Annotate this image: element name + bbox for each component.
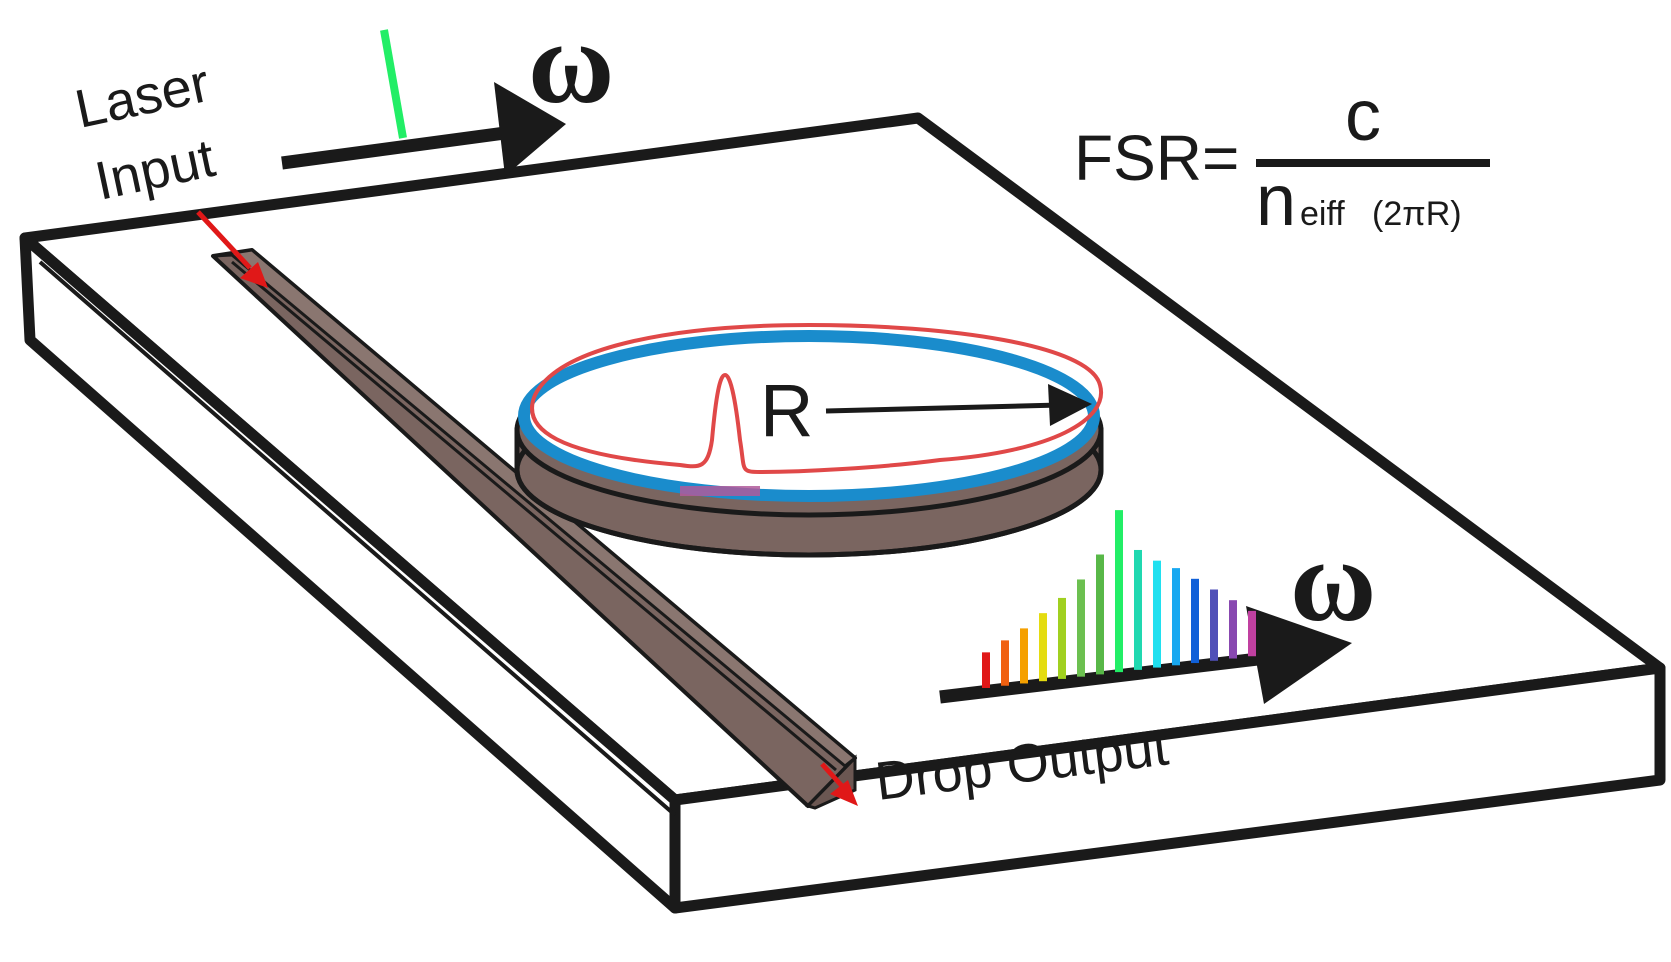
comb-line [1153, 560, 1161, 668]
radius-arrow-head [1048, 384, 1092, 426]
laser-input-line1: Laser [70, 53, 215, 140]
bus-waveguide-ridge [231, 260, 837, 772]
input-frequency-arrowhead [494, 82, 566, 176]
comb-line [1210, 589, 1218, 661]
comb-line [1248, 610, 1256, 657]
comb-line [1077, 579, 1085, 677]
comb-line [1058, 597, 1066, 679]
frequency-comb [982, 510, 1256, 688]
comb-line [1115, 510, 1123, 673]
drop-output-arrow-head [830, 780, 858, 806]
fsr-formula-lhs: FSR= [1074, 122, 1239, 194]
comb-line [1191, 578, 1199, 664]
radius-label: R [760, 369, 813, 452]
fsr-formula-denominator-n: n [1256, 161, 1296, 241]
comb-frequency-arrowhead [1246, 606, 1352, 704]
comb-line [1229, 600, 1237, 659]
ring-resonator [514, 322, 1104, 558]
comb-line [1039, 613, 1047, 682]
omega-bottom-symbol: ω [1290, 515, 1376, 646]
fsr-formula: FSR= c n eiff (2πR) [1074, 76, 1490, 241]
comb-frequency-axis [939, 650, 1276, 704]
ring-blue-mode [518, 330, 1100, 502]
comb-line [1134, 549, 1142, 670]
fsr-formula-denominator-subscript: eiff [1300, 195, 1345, 233]
drop-output-arrow-shaft [820, 762, 844, 788]
input-laser-line [380, 29, 407, 139]
comb-line [1001, 640, 1009, 686]
fsr-formula-denominator-paren: (2πR) [1372, 195, 1462, 233]
bus-waveguide-end [805, 754, 857, 810]
fsr-formula-numerator: c [1345, 76, 1381, 156]
chip-slab-inner-edge [38, 260, 677, 817]
comb-line [1020, 628, 1028, 684]
comb-line [982, 652, 990, 688]
radius-arrow-shaft [825, 402, 1061, 414]
comb-line [1096, 554, 1104, 675]
laser-input-line2: Input [90, 128, 220, 212]
omega-top-symbol: ω [528, 0, 614, 128]
laser-input-arrow-shaft [196, 210, 252, 270]
ring-coupling-spot [680, 486, 760, 496]
input-frequency-axis [281, 124, 521, 170]
chip-slab-right-side [669, 662, 1666, 914]
comb-line [1172, 568, 1180, 666]
laser-input-arrow-head [240, 262, 268, 288]
ring-red-field-profile [530, 322, 1104, 475]
